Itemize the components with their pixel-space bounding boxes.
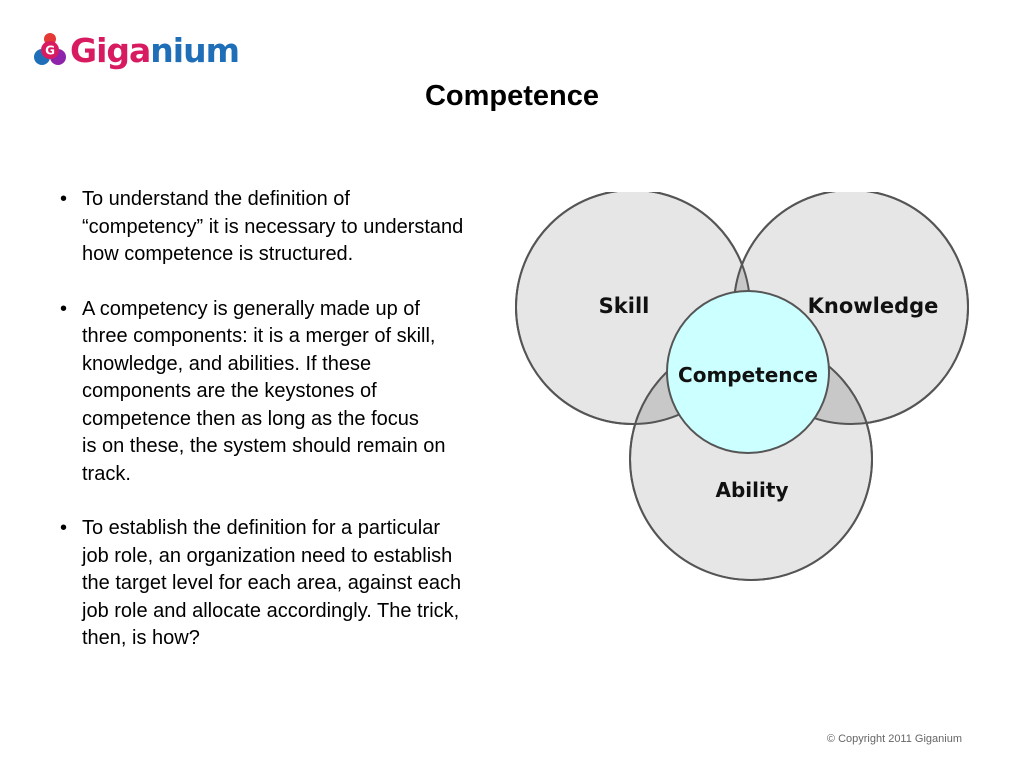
logo-wordmark-part1: Giga bbox=[70, 30, 151, 70]
bullet-list: • To understand the definition of “compet… bbox=[58, 186, 528, 680]
competence-venn-diagram: Skill Knowledge Competence Ability bbox=[515, 192, 969, 581]
bullet-dot: • bbox=[60, 188, 68, 210]
bullet-text-3: To establish the definition for a partic… bbox=[82, 517, 462, 649]
ability-label: Ability bbox=[716, 478, 789, 502]
bullet-dot: • bbox=[60, 297, 68, 320]
logo-wordmark: Giganium bbox=[70, 30, 240, 70]
page-title: Competence bbox=[424, 80, 600, 112]
bullet-dot: • bbox=[60, 517, 68, 539]
giganium-logo: G Giganium bbox=[33, 30, 240, 70]
bullet-text-2: A competency is generally made up of thr… bbox=[82, 297, 446, 485]
copyright-notice: © Copyright 2011 Giganium bbox=[826, 733, 962, 745]
knowledge-label: Knowledge bbox=[808, 294, 939, 318]
skill-label: Skill bbox=[599, 294, 650, 318]
competence-label: Competence bbox=[678, 363, 818, 387]
logo-wordmark-part2: nium bbox=[150, 30, 240, 70]
bullet-item-3: • To establish the definition for a parti… bbox=[58, 515, 528, 653]
bullet-text-1: To understand the definition of “compete… bbox=[82, 188, 464, 265]
logo-badge-letter: G bbox=[45, 44, 55, 58]
logo-mark-icon: G bbox=[34, 33, 66, 65]
bullet-item-1: • To understand the definition of “compet… bbox=[58, 186, 528, 269]
competence-center-circle bbox=[666, 290, 830, 454]
bullet-item-2: • A competency is generally made up of th… bbox=[58, 296, 528, 489]
